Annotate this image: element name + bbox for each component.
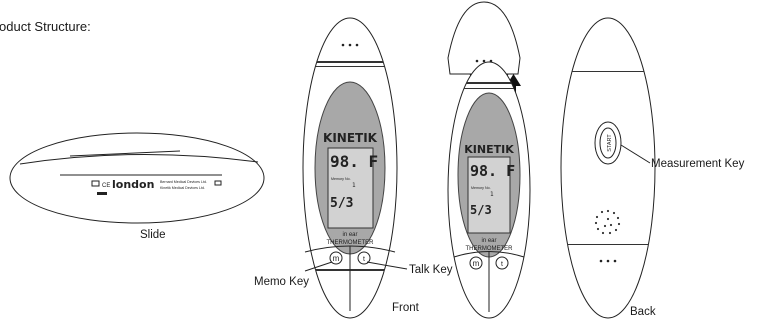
memo-key-button[interactable]: m <box>329 251 343 265</box>
probe-device: KINETIK 98. F Memory No. 1 5/3 in ear TH… <box>447 61 531 319</box>
svg-text:Memory No.: Memory No. <box>471 186 491 190</box>
front-lcd <box>327 147 374 229</box>
front-date: 5/3 <box>330 196 353 211</box>
front-brand: KINETIK <box>323 131 378 145</box>
slide-brand-text: london <box>112 178 154 191</box>
svg-text:t: t <box>363 256 365 263</box>
front-device: KINETIK 98. F Memory No. 1 5/3 in ear TH… <box>302 17 408 319</box>
measurement-key-label: Measurement Key <box>651 158 745 170</box>
svg-text:5/3: 5/3 <box>470 203 492 217</box>
front-caption: THERMOMETER <box>327 240 375 246</box>
memo-key-leader <box>304 261 333 272</box>
regulatory-marks: CE <box>91 180 110 195</box>
svg-text:t: t <box>501 261 503 268</box>
front-temperature: 98. F <box>330 152 378 171</box>
talk-key-label: Talk Key <box>409 264 453 276</box>
measurement-key-button[interactable]: START <box>594 121 622 165</box>
slide-maker-line-2: Kinetik Medical Devices Ltd. <box>160 186 205 190</box>
front-top-dots <box>341 43 359 47</box>
svg-text:in ear: in ear <box>342 232 357 238</box>
measurement-key-leader <box>620 144 651 164</box>
talk-key-button[interactable]: t <box>357 251 371 265</box>
svg-text:1: 1 <box>352 182 356 189</box>
page-title: oduct Structure: <box>0 19 91 34</box>
slide-label: Slide <box>140 229 166 241</box>
probe-talk-button[interactable]: t <box>495 256 509 270</box>
back-device: START <box>560 17 656 319</box>
svg-text:THERMOMETER: THERMOMETER <box>466 246 514 252</box>
speaker-grille <box>594 209 621 235</box>
svg-text:CE: CE <box>102 183 110 189</box>
slide-maker-line-1: Bernard Medical Devices Ltd. <box>160 180 207 184</box>
probe-brand: KINETIK <box>464 143 514 156</box>
back-bottom-dots <box>599 259 617 263</box>
probe-memo-button[interactable]: m <box>469 256 483 270</box>
back-label: Back <box>630 306 656 318</box>
svg-text:in ear: in ear <box>481 238 496 244</box>
front-label: Front <box>392 302 419 314</box>
svg-text:m: m <box>473 259 480 268</box>
device-cap <box>447 1 521 75</box>
svg-text:1: 1 <box>490 191 494 198</box>
svg-text:Memory No.: Memory No. <box>331 177 351 181</box>
memo-key-label: Memo Key <box>254 276 309 288</box>
slide-view: CE london Bernard Medical Devices Ltd. K… <box>9 132 265 224</box>
back-device-outline <box>560 17 656 319</box>
svg-text:m: m <box>333 254 340 263</box>
talk-key-leader <box>366 261 408 270</box>
svg-text:START: START <box>607 134 613 152</box>
svg-text:98. F: 98. F <box>470 162 515 180</box>
